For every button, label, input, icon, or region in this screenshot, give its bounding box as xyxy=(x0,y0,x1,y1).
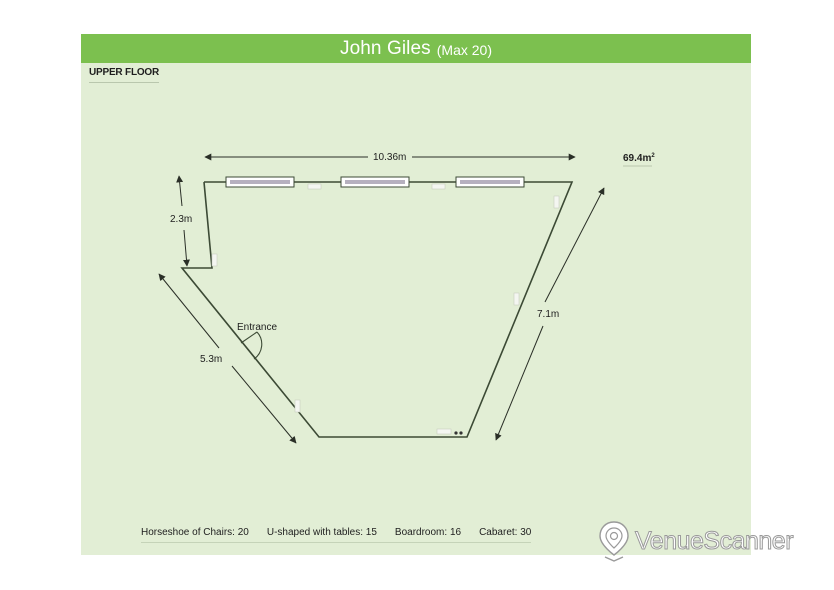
window-1 xyxy=(225,176,295,188)
entrance-label: Entrance xyxy=(237,322,277,333)
room-outline xyxy=(180,181,574,438)
capacity-boardroom: Boardroom: 16 xyxy=(394,527,462,538)
venuescanner-brand: VenueScanner xyxy=(634,526,794,555)
room-max-capacity: (Max 20) xyxy=(436,41,492,58)
capacity-list: Horseshoe of Chairs: 20 U-shaped with ta… xyxy=(141,527,532,543)
dimension-right-diagonal xyxy=(495,187,605,441)
capacity-u-shaped: U-shaped with tables: 15 xyxy=(266,527,377,538)
socket-pair-icon xyxy=(454,431,463,435)
room-area-unit-sup: 2 xyxy=(651,153,655,159)
room-area-value: 69.4m xyxy=(623,153,651,164)
floor-label: UPPER FLOOR xyxy=(89,67,159,83)
dimension-left-short xyxy=(176,175,190,267)
floor-plan-panel: John Giles (Max 20) UPPER FLOOR Horsesho… xyxy=(81,34,751,555)
window-2 xyxy=(340,176,410,188)
svg-text:69.4m2: 69.4m2 xyxy=(623,153,655,164)
map-pin-icon xyxy=(599,521,629,562)
dimension-left-diagonal xyxy=(158,273,297,444)
window-3 xyxy=(455,176,525,188)
dimension-right-diagonal-label: 7.1m xyxy=(537,309,559,320)
dimension-left-short-label: 2.3m xyxy=(170,214,192,225)
capacity-horseshoe: Horseshoe of Chairs: 20 xyxy=(141,527,249,538)
dimension-left-diagonal-label: 5.3m xyxy=(200,354,222,365)
venuescanner-watermark: VenueScanner xyxy=(597,519,794,563)
dimension-top-label: 10.36m xyxy=(373,152,406,163)
room-area: 69.4m2 xyxy=(623,153,655,167)
entrance-door-icon xyxy=(240,331,263,360)
room-title: John Giles xyxy=(339,37,431,59)
capacity-cabaret: Cabaret: 30 xyxy=(479,527,532,538)
power-sockets xyxy=(211,183,560,435)
room-header: John Giles (Max 20) xyxy=(81,34,751,63)
